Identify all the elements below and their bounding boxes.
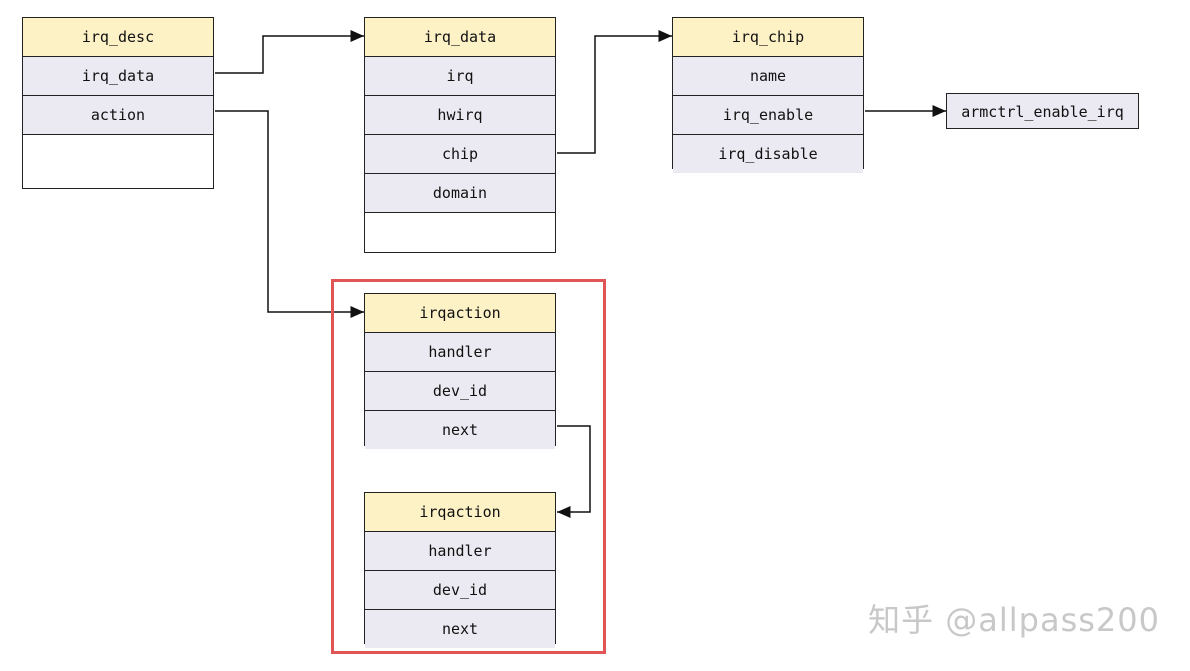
irq-desc-field-action: action [23,96,213,135]
irqaction-2-field-dev-id: dev_id [365,571,555,610]
irq-desc-field-irq-data: irq_data [23,57,213,96]
irq-chip-struct: irq_chip name irq_enable irq_disable [672,17,864,173]
arrow-irq-desc-to-irq-data [215,30,364,74]
irq-data-field-hwirq: hwirq [365,96,555,135]
irqaction-list-highlight [331,279,606,654]
arrow-action-to-irqaction [215,110,364,318]
irqaction-1-field-handler: handler [365,333,555,372]
irqaction-struct-2: irqaction handler dev_id next [364,492,556,648]
irq-data-title: irq_data [365,18,555,57]
irqaction-1-field-dev-id: dev_id [365,372,555,411]
irq-chip-field-name: name [673,57,863,96]
watermark: 知乎 @allpass200 [868,601,1160,639]
irq-chip-field-irq-disable: irq_disable [673,135,863,173]
irqaction-1-field-next: next [365,411,555,449]
irqaction-1-title: irqaction [365,294,555,333]
irq-desc-title: irq_desc [23,18,213,57]
irq-data-field-domain: domain [365,174,555,213]
irq-desc-struct: irq_desc irq_data action [22,17,214,189]
arrow-next-to-irqaction [557,425,591,518]
irq-data-struct: irq_data irq hwirq chip domain [364,17,556,253]
armctrl-enable-irq-box: armctrl_enable_irq [946,93,1139,129]
irqaction-2-field-handler: handler [365,532,555,571]
irqaction-2-field-next: next [365,610,555,648]
arrow-chip-to-irq-chip [557,30,672,154]
irqaction-2-title: irqaction [365,493,555,532]
irq-chip-field-irq-enable: irq_enable [673,96,863,135]
irq-data-field-irq: irq [365,57,555,96]
irq-data-empty-area [365,213,555,252]
irqaction-struct-1: irqaction handler dev_id next [364,293,556,449]
irq-desc-empty-area [23,135,213,188]
irq-chip-title: irq_chip [673,18,863,57]
irq-data-field-chip: chip [365,135,555,174]
